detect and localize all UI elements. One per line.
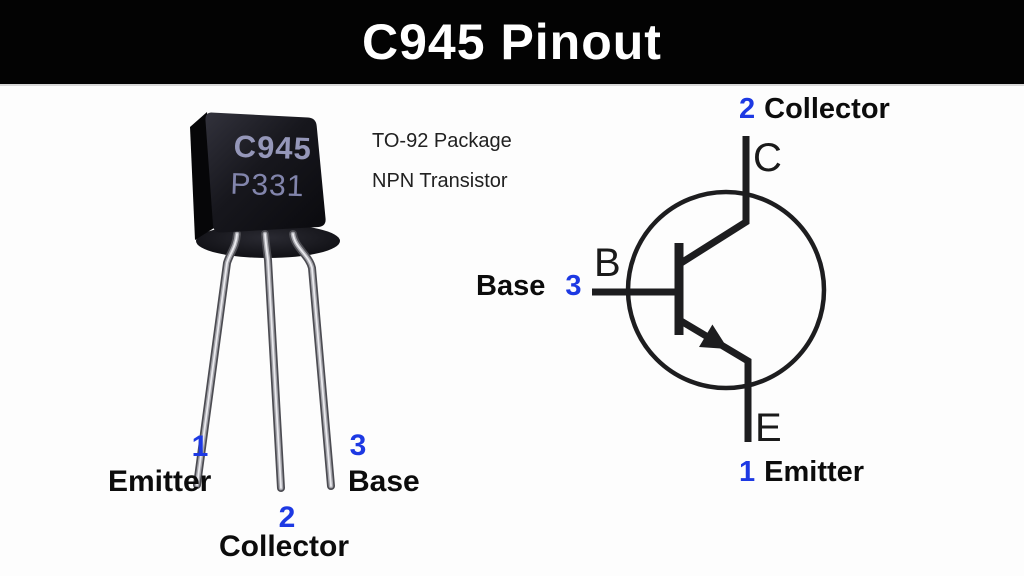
collector-label: 2 Collector bbox=[739, 93, 890, 126]
leg-emitter bbox=[193, 230, 241, 489]
base-label: Base 3 bbox=[476, 270, 581, 303]
emitter-arrowhead bbox=[699, 324, 728, 349]
base-letter: B bbox=[594, 241, 621, 285]
pin2-number: 2 bbox=[278, 501, 296, 534]
emitter-label-name: Emitter bbox=[764, 456, 865, 488]
base-label-name: Base bbox=[476, 270, 546, 302]
pin1-name: Emitter bbox=[108, 465, 212, 498]
npn-symbol-figure bbox=[592, 136, 827, 442]
base-label-number: 3 bbox=[565, 270, 582, 302]
leg-base bbox=[289, 230, 335, 490]
leg-collector bbox=[261, 230, 285, 492]
collector-label-name: Collector bbox=[764, 93, 890, 125]
package-marking-line2: P331 bbox=[230, 168, 305, 204]
package-legs bbox=[193, 230, 335, 492]
collector-letter: C bbox=[753, 136, 782, 180]
pin3-number: 3 bbox=[349, 429, 367, 462]
header-bar: C945 Pinout bbox=[0, 0, 1024, 86]
pin3-name: Base bbox=[348, 465, 420, 498]
collector-lead-line bbox=[679, 136, 750, 266]
pin2-name: Collector bbox=[219, 530, 350, 563]
package-marking-line1: C945 bbox=[233, 129, 312, 167]
page-title: C945 Pinout bbox=[362, 14, 662, 70]
collector-label-number: 2 bbox=[739, 93, 756, 125]
emitter-lead-line bbox=[679, 317, 752, 442]
emitter-label-number: 1 bbox=[739, 456, 756, 488]
emitter-label: 1 Emitter bbox=[739, 456, 864, 489]
to92-package-figure: C945 P331 bbox=[190, 112, 340, 492]
pin1-number: 1 bbox=[191, 430, 209, 463]
package-body bbox=[205, 112, 326, 233]
transistor-type-text: NPN Transistor bbox=[372, 170, 508, 192]
package-type-text: TO-92 Package bbox=[372, 130, 512, 152]
emitter-letter: E bbox=[755, 406, 782, 450]
